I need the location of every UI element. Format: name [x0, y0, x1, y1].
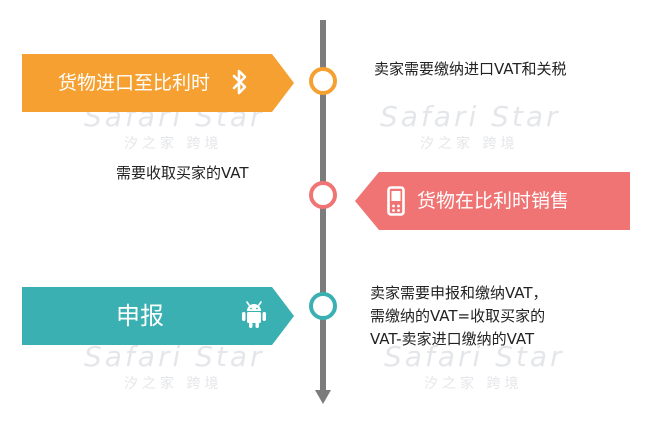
- event-banner-declaration: 申报: [22, 287, 294, 345]
- event-title: 申报: [116, 302, 164, 330]
- timeline-node-sale: [309, 181, 337, 209]
- event-note-sale: 需要收取买家的VAT: [116, 164, 249, 182]
- banner-shape: [355, 172, 630, 230]
- event-note-line: 卖家需要申报和缴纳VAT，: [370, 284, 548, 302]
- android-icon: [241, 301, 271, 331]
- timeline-arrow-head: [315, 390, 331, 404]
- event-note-declaration: 卖家需要申报和缴纳VAT， 需缴纳的VAT=收取买家的 VAT-卖家进口缴纳的V…: [370, 282, 548, 351]
- banner-shape: [22, 54, 294, 112]
- mobile-phone-icon: [387, 186, 417, 216]
- watermark: Safari Star 汐之家 跨境: [384, 340, 565, 392]
- event-note-line: VAT-卖家进口缴纳的VAT: [370, 330, 535, 348]
- event-banner-import: 货物进口至比利时: [22, 54, 294, 112]
- watermark: Safari Star 汐之家 跨境: [84, 340, 265, 392]
- timeline-node-import: [309, 67, 337, 95]
- event-note-import: 卖家需要缴纳进口VAT和关税: [374, 60, 567, 78]
- banner-shape: [22, 287, 294, 345]
- bluetooth-icon: [232, 68, 262, 98]
- event-note-line: 需缴纳的VAT=收取买家的: [370, 307, 546, 325]
- timeline-node-declaration: [309, 292, 337, 320]
- event-title: 货物进口至比利时: [58, 72, 211, 94]
- event-banner-sale: 货物在比利时销售: [355, 172, 630, 230]
- event-title: 货物在比利时销售: [417, 190, 570, 212]
- watermark: Safari Star 汐之家 跨境: [380, 100, 561, 152]
